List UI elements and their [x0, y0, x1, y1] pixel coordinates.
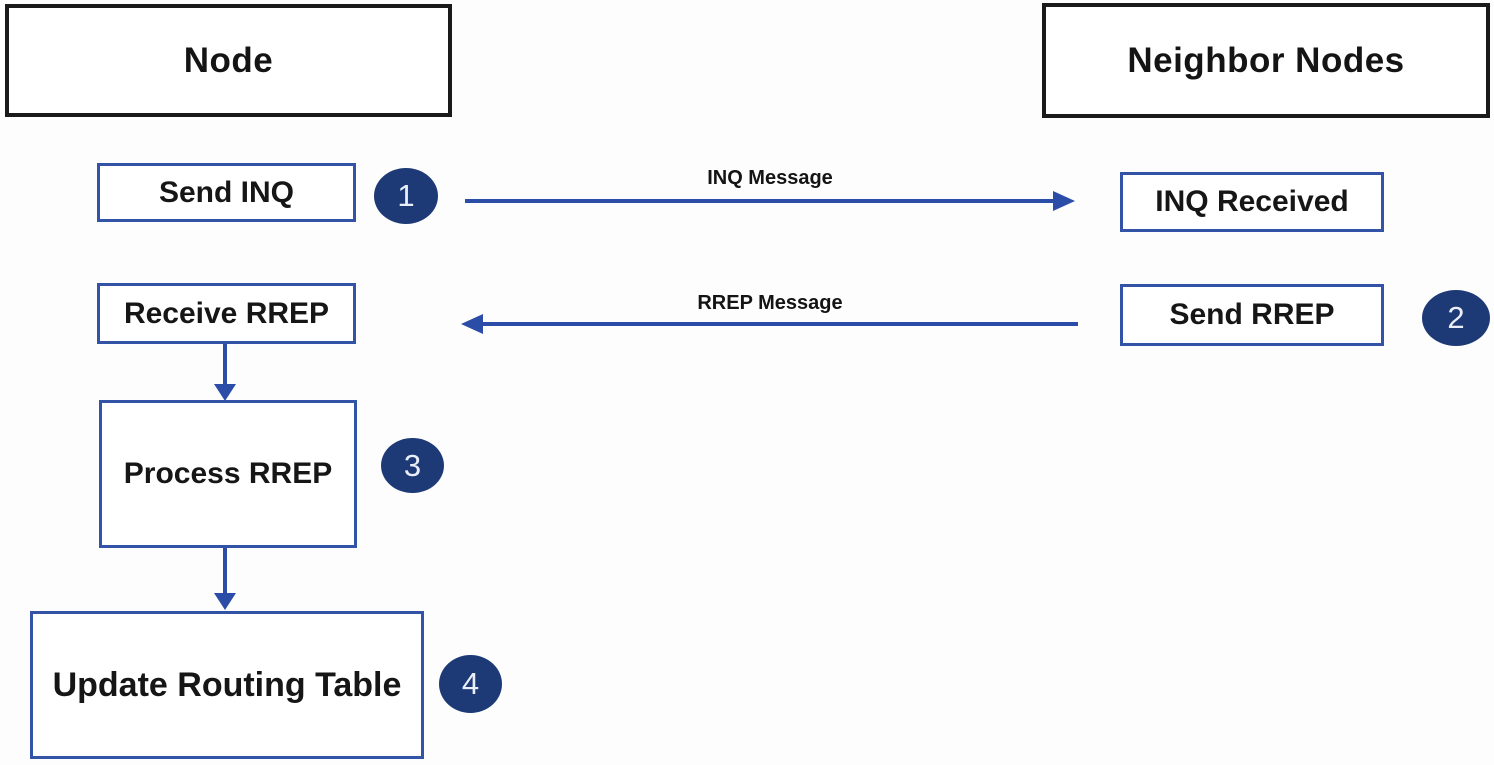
connector-receive-to-process: [223, 344, 227, 386]
neighbor-nodes-lane-header-label: Neighbor Nodes: [1127, 40, 1405, 80]
step-badge-3-label: 3: [403, 447, 422, 483]
step-badge-2-label: 2: [1447, 300, 1465, 335]
rrep-message-label: RREP Message: [697, 292, 843, 314]
process-rrep-box: Process RREP: [99, 400, 357, 548]
rrep-message-line: [481, 322, 1078, 326]
node-lane-header: Node: [5, 4, 452, 117]
send-inq-label: Send INQ: [158, 175, 294, 209]
inq-message-label: INQ Message: [707, 167, 833, 189]
inq-received-box: INQ Received: [1120, 172, 1384, 232]
connector-process-to-update: [223, 548, 227, 594]
node-lane-header-label: Node: [183, 40, 274, 80]
inq-message-line: [465, 199, 1055, 203]
inq-received-label: INQ Received: [1155, 185, 1349, 218]
arrowhead-right-icon: [1053, 191, 1075, 211]
step-badge-2: 2: [1422, 290, 1490, 346]
step-badge-4-label: 4: [461, 666, 480, 701]
arrowhead-down-icon: [214, 384, 236, 401]
step-badge-1: 1: [374, 168, 438, 224]
update-routing-table-label: Update Routing Table: [52, 665, 402, 704]
receive-rrep-box: Receive RREP: [97, 283, 356, 344]
step-badge-1-label: 1: [397, 178, 415, 213]
arrowhead-left-icon: [461, 314, 483, 334]
receive-rrep-label: Receive RREP: [123, 296, 330, 330]
arrowhead-down-icon: [214, 593, 236, 610]
send-rrep-label: Send RREP: [1169, 298, 1335, 331]
process-rrep-label: Process RREP: [123, 457, 333, 490]
neighbor-nodes-lane-header: Neighbor Nodes: [1042, 3, 1490, 118]
send-rrep-box: Send RREP: [1120, 284, 1384, 346]
step-badge-3: 3: [381, 438, 444, 493]
update-routing-table-box: Update Routing Table: [30, 611, 424, 759]
send-inq-box: Send INQ: [97, 163, 356, 222]
step-badge-4: 4: [439, 655, 502, 713]
